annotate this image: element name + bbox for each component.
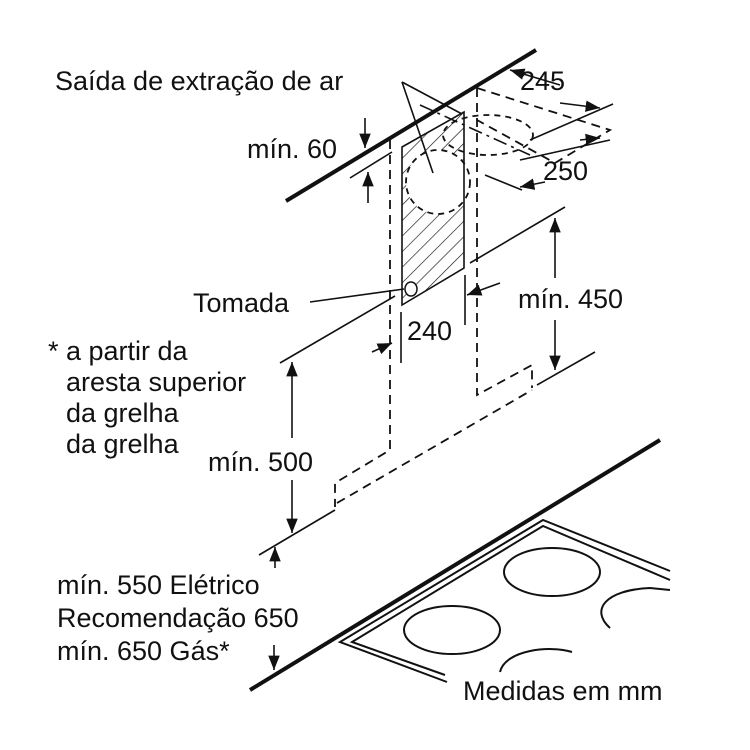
note-line-1: * a partir da <box>48 336 189 366</box>
socket-label: Tomada <box>193 288 290 318</box>
burner <box>503 547 601 597</box>
burner <box>403 605 501 655</box>
ceiling-line <box>284 48 538 203</box>
dim-250-label: 250 <box>543 156 588 186</box>
burner <box>499 648 573 673</box>
min-550-electric-label: mín. 550 Elétrico <box>57 570 260 600</box>
wall-panel <box>401 110 471 307</box>
min-650-gas-label: mín. 650 Gás* <box>57 636 230 666</box>
note-line-3: da grelha <box>66 398 180 428</box>
units-label: Medidas em mm <box>463 676 663 706</box>
note-line-2: aresta superior <box>66 367 246 397</box>
dim-240-label: 240 <box>407 316 452 346</box>
note-line-4: da grelha <box>66 429 180 459</box>
socket-icon <box>404 281 418 297</box>
dim-245-label: 245 <box>520 66 565 96</box>
cooktop <box>337 518 671 683</box>
min-500-label: mín. 500 <box>208 447 313 477</box>
burner <box>600 586 671 629</box>
counter-line <box>248 438 662 692</box>
air-outlet-label: Saída de extração de ar <box>55 66 343 96</box>
recommendation-650-label: Recomendação 650 <box>57 603 299 633</box>
min-60-label: mín. 60 <box>247 134 337 164</box>
min-450-label: mín. 450 <box>518 284 623 314</box>
